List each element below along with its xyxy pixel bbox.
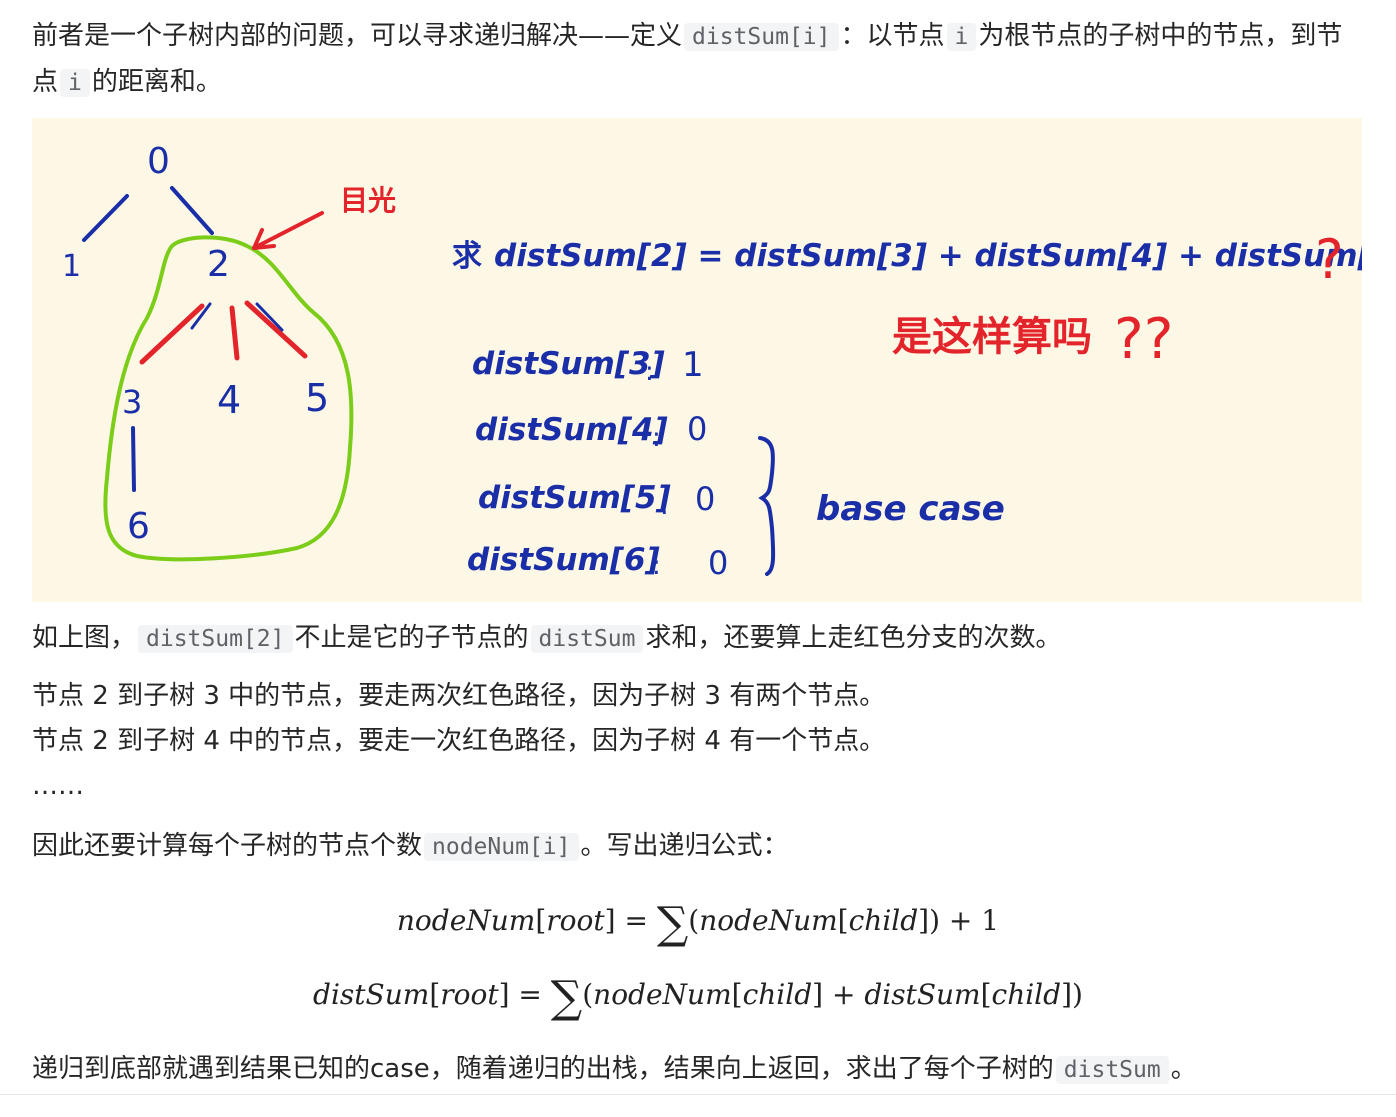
- value-label-3: distSum[3]: [472, 346, 665, 382]
- path-line-1: 节点 2 到子树 3 中的节点，要走两次红色路径，因为子树 3 有两个节点。: [32, 681, 886, 711]
- edge-0-1: [82, 194, 129, 242]
- value-label-6: distSum[6]: [467, 542, 660, 578]
- formula1-rhs-arg: child: [848, 904, 919, 937]
- brace: [758, 436, 776, 576]
- formula2-sum: ∑: [550, 972, 583, 1023]
- explanation-text-c: 求和，还要算上走红色分支的次数。: [645, 623, 1062, 653]
- path-line-2: 节点 2 到子树 4 中的节点，要走一次红色路径，因为子树 4 有一个节点。: [32, 726, 886, 756]
- conclusion-text-b: 。: [1170, 1054, 1197, 1084]
- question-marks: ??: [1114, 307, 1173, 372]
- edge-2-5-ink: [255, 302, 284, 332]
- node-1-label: 1: [62, 249, 81, 284]
- node-6-label: 6: [127, 506, 150, 547]
- formula1-sum: ∑: [656, 898, 689, 949]
- subtree-outline: [103, 235, 354, 562]
- edge-0-2: [170, 186, 214, 235]
- nodenum-text-b: 。写出递归公式：: [580, 831, 789, 861]
- value-row-3: distSum[3] : 1: [472, 345, 704, 387]
- inline-code-distsum-2: distSum[2]: [138, 625, 293, 653]
- path-line-3: ……: [32, 771, 84, 801]
- value-5: 0: [695, 480, 715, 518]
- nodenum-text-a: 因此还要计算每个子树的节点个数: [32, 831, 423, 861]
- formula2-rhs-fn2: distSum: [864, 978, 981, 1011]
- edge-2-3-red: [139, 303, 205, 365]
- value-sep-4: :: [652, 423, 661, 453]
- formula2-rhs-fn1: nodeNum: [593, 978, 732, 1011]
- formula2-rhs-arg1: child: [742, 978, 813, 1011]
- edge-2-4-red: [229, 305, 240, 361]
- formula-nodenum: nodeNum[root] = ∑(nodeNum[child]) + 1: [396, 898, 1000, 949]
- node-0-label: 0: [147, 141, 170, 182]
- edge-2-5-red: [244, 300, 308, 359]
- node-3-label: 3: [122, 383, 142, 421]
- intro-text-d: 的距离和。: [91, 67, 222, 97]
- tree-sketch: 0 1 2 3 4 5 6 目光 求 distSum[2] = distSum[…: [62, 141, 1362, 582]
- focus-label: 目光: [340, 184, 396, 217]
- conclusion-text-a: 递归到底部就遇到结果已知的case，随着递归的出栈，结果向上返回，求出了每个子树…: [32, 1054, 1054, 1084]
- value-sep-5: :: [660, 491, 669, 521]
- inline-code-distsum-i: distSum[i]: [684, 23, 839, 51]
- formula1-lhs-arg: root: [546, 904, 605, 937]
- node-4-label: 4: [217, 378, 241, 422]
- focus-arrow-head: [252, 228, 276, 250]
- inline-code-nodenum-i: nodeNum[i]: [424, 833, 579, 861]
- value-6: 0: [708, 544, 728, 582]
- intro-text-c: 为根节点的子树中的节点，到节点: [32, 21, 1343, 97]
- path-count-paragraph: 节点 2 到子树 3 中的节点，要走两次红色路径，因为子树 3 有两个节点。 节…: [32, 674, 1362, 809]
- node-5-label: 5: [305, 376, 329, 420]
- base-case-label: base case: [816, 489, 1005, 529]
- focus-arrow-shaft: [252, 211, 324, 250]
- intro-text-a: 前者是一个子树内部的问题，可以寻求递归解决——定义: [32, 21, 683, 51]
- node-2-label: 2: [207, 244, 230, 285]
- inline-code-i-2: i: [60, 69, 90, 97]
- formula-distsum: distSum[root] = ∑(nodeNum[child] + distS…: [313, 972, 1083, 1023]
- intro-text-b: ：以节点: [840, 21, 945, 51]
- value-sep-3: :: [645, 357, 654, 387]
- inline-code-distsum: distSum: [530, 625, 644, 653]
- conclusion-paragraph: 递归到底部就遇到结果已知的case，随着递归的出栈，结果向上返回，求出了每个子树…: [32, 1047, 1362, 1093]
- formula1-rhs-fn: nodeNum: [699, 904, 838, 937]
- tree-illustration: 0 1 2 3 4 5 6 目光 求 distSum[2] = distSum[…: [32, 118, 1362, 602]
- value-row-4: distSum[4] : 0: [475, 410, 707, 453]
- formula1-tail: + 1: [948, 904, 1000, 937]
- value-label-4: distSum[4]: [475, 412, 668, 448]
- equation-prefix: 求: [452, 239, 482, 274]
- equation-text: distSum[2] = distSum[3] + distSum[4] + d…: [494, 238, 1362, 274]
- value-3: 1: [682, 345, 704, 385]
- edge-2-3-ink: [190, 302, 212, 330]
- value-label-5: distSum[5]: [478, 480, 671, 516]
- value-sep-6: :: [652, 551, 661, 581]
- formula2-lhs-arg: root: [440, 978, 499, 1011]
- formula2-lhs: distSum: [313, 978, 430, 1011]
- value-row-5: distSum[5] : 0: [478, 480, 715, 521]
- formula1-lhs: nodeNum: [396, 904, 536, 937]
- explanation-text-b: 不止是它的子节点的: [294, 623, 529, 653]
- bottom-divider: [0, 1094, 1396, 1095]
- equation-question-mark: ?: [1315, 228, 1344, 291]
- edge-3-6: [131, 426, 136, 492]
- explanation-text-a: 如上图，: [32, 623, 137, 653]
- inline-code-distsum-end: distSum: [1055, 1056, 1169, 1084]
- value-row-6: distSum[6] : 0: [467, 542, 728, 582]
- value-4: 0: [687, 410, 707, 448]
- inline-code-i: i: [946, 23, 977, 51]
- question-text: 是这样算吗: [892, 314, 1092, 360]
- formula2-rhs-arg2: child: [991, 978, 1062, 1011]
